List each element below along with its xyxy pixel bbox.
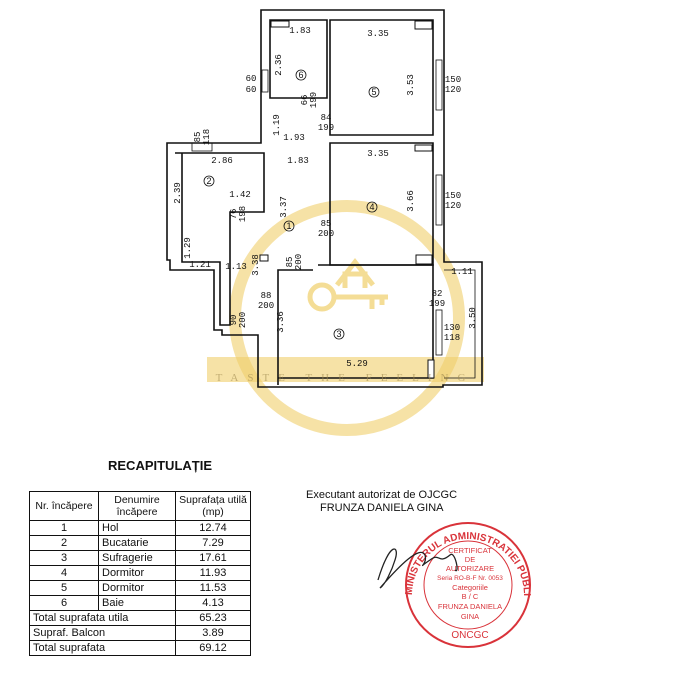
summary-table: Nr. încăpere Denumire încăpere Suprafața… [29, 491, 251, 656]
svg-text:150: 150 [445, 75, 461, 85]
svg-text:198: 198 [238, 206, 248, 222]
svg-text:6: 6 [298, 70, 303, 80]
svg-text:GINA: GINA [461, 612, 479, 621]
svg-text:85: 85 [285, 257, 295, 268]
svg-text:Categoriile: Categoriile [452, 583, 488, 592]
svg-text:150: 150 [445, 191, 461, 201]
room-number-1: 1 [283, 220, 295, 232]
svg-text:1.19: 1.19 [272, 114, 282, 136]
svg-text:FRUNZA DANIELA: FRUNZA DANIELA [438, 602, 502, 611]
watermark-circle [229, 200, 465, 436]
svg-text:DE: DE [465, 555, 475, 564]
header-area: Suprafața utilă (mp) [175, 491, 251, 521]
room-number-3: 3 [333, 328, 345, 340]
svg-text:199: 199 [318, 123, 334, 133]
signature [377, 548, 458, 589]
svg-text:200: 200 [238, 312, 248, 328]
svg-text:199: 199 [309, 92, 319, 108]
svg-text:2.39: 2.39 [173, 182, 183, 204]
svg-text:118: 118 [202, 129, 212, 145]
svg-text:85: 85 [193, 132, 203, 143]
header-name: Denumire încăpere [98, 491, 176, 521]
svg-text:130: 130 [444, 323, 460, 333]
svg-text:ONCGC: ONCGC [451, 630, 488, 641]
svg-text:3.53: 3.53 [406, 74, 416, 96]
executant-line: Executant autorizat de OJCGC [306, 489, 458, 501]
summary-title: RECAPITULAȚIE [108, 458, 212, 473]
svg-text:2.36: 2.36 [274, 54, 284, 76]
svg-text:200: 200 [258, 301, 274, 311]
room-number-5: 5 [368, 86, 380, 98]
svg-text:5.29: 5.29 [346, 359, 368, 369]
svg-text:85: 85 [321, 219, 332, 229]
svg-text:118: 118 [444, 333, 460, 343]
svg-text:3.36: 3.36 [276, 311, 286, 333]
svg-text:1.21: 1.21 [189, 260, 211, 270]
svg-text:1.93: 1.93 [283, 133, 305, 143]
svg-text:60: 60 [246, 74, 257, 84]
svg-text:90: 90 [229, 315, 239, 326]
svg-text:3: 3 [336, 329, 341, 339]
svg-text:84: 84 [321, 113, 332, 123]
header-nr: Nr. încăpere [29, 491, 99, 521]
executant-block: Executant autorizat de OJCGC FRUNZA DANI… [306, 489, 457, 515]
svg-text:1.42: 1.42 [229, 190, 251, 200]
svg-text:5: 5 [371, 87, 376, 97]
svg-text:199: 199 [429, 299, 445, 309]
room-numbers: 6 5 2 4 1 3 [203, 69, 380, 340]
svg-text:88: 88 [261, 291, 272, 301]
svg-text:120: 120 [445, 201, 461, 211]
svg-text:3.66: 3.66 [406, 190, 416, 212]
svg-text:1.83: 1.83 [287, 156, 309, 166]
svg-text:200: 200 [318, 229, 334, 239]
walls [166, 9, 483, 388]
svg-text:Seria RO-B-F Nr. 0053: Seria RO-B-F Nr. 0053 [437, 575, 503, 582]
svg-text:82: 82 [432, 289, 443, 299]
svg-text:60: 60 [246, 85, 257, 95]
svg-text:76: 76 [229, 209, 239, 220]
svg-text:4: 4 [369, 202, 374, 212]
svg-text:1.13: 1.13 [225, 262, 247, 272]
dimension-labels: 1.83 3.35 2.36 3.53 60 60 150 120 66 199… [173, 26, 478, 369]
executant-name: FRUNZA DANIELA GINA [320, 502, 444, 514]
watermark-text: TASTE THE FEELING [216, 372, 475, 384]
svg-text:1.83: 1.83 [289, 26, 311, 36]
svg-text:1.29: 1.29 [183, 237, 193, 259]
svg-text:66: 66 [300, 95, 310, 106]
watermark-key-logo [307, 257, 388, 312]
svg-text:B / C: B / C [462, 592, 479, 601]
svg-text:3.38: 3.38 [251, 254, 261, 276]
svg-text:3.35: 3.35 [367, 29, 389, 39]
svg-text:3.37: 3.37 [279, 196, 289, 218]
room-number-6: 6 [295, 69, 307, 81]
svg-text:AUTORIZARE: AUTORIZARE [446, 564, 494, 573]
svg-text:3.35: 3.35 [367, 149, 389, 159]
svg-text:1: 1 [286, 221, 291, 231]
svg-text:2: 2 [206, 176, 211, 186]
svg-text:200: 200 [294, 254, 304, 270]
svg-text:1.11: 1.11 [451, 267, 473, 277]
room-number-4: 4 [366, 201, 378, 213]
room-number-2: 2 [203, 175, 215, 187]
svg-text:CERTIFICAT: CERTIFICAT [448, 546, 492, 555]
svg-text:3.50: 3.50 [468, 307, 478, 329]
svg-text:2.86: 2.86 [211, 156, 233, 166]
svg-text:120: 120 [445, 85, 461, 95]
